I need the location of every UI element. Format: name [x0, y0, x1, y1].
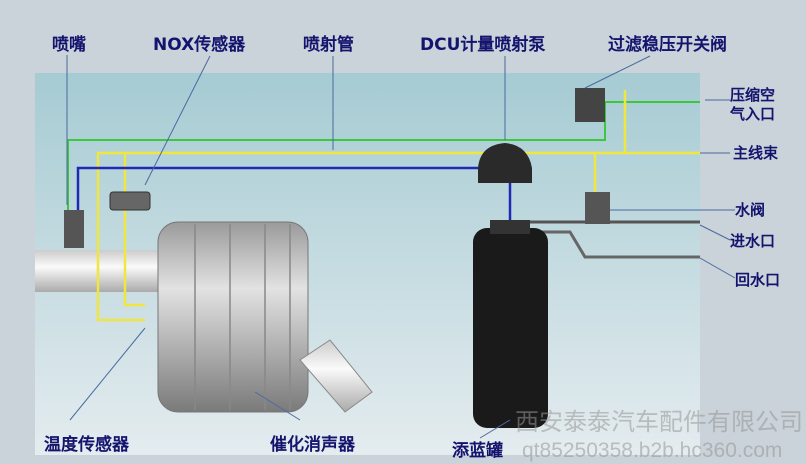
label-temp-sensor: 温度传感器 — [44, 435, 129, 455]
label-main-harness: 主线束 — [733, 144, 779, 162]
dcu-pump — [478, 143, 532, 183]
injection-pipe — [76, 166, 500, 210]
air-inlet-line2: 气入口 — [730, 105, 776, 123]
air-inlet-line1: 压缩空 — [730, 86, 776, 104]
label-urea-tank: 添蓝罐 — [452, 441, 503, 461]
watermark-url: qt85250358.b2b.hc360.com — [522, 439, 783, 462]
label-air-inlet: 压缩空气入口 — [730, 86, 775, 124]
harness-line — [96, 151, 700, 322]
label-nozzle: 喷嘴 — [52, 35, 86, 55]
label-filter-valve: 过滤稳压开关阀 — [608, 35, 727, 55]
exhaust-pipe — [35, 250, 165, 292]
label-muffler: 催化消声器 — [270, 435, 355, 455]
label-water-valve: 水阀 — [735, 201, 766, 219]
label-dcu-pump: DCU计量喷射泵 — [420, 35, 546, 55]
water-return-line — [520, 230, 700, 259]
label-water-return: 回水口 — [735, 271, 781, 289]
nox-sensor-box — [109, 191, 151, 211]
label-injection-pipe: 喷射管 — [303, 35, 354, 55]
urea-tank — [473, 228, 548, 428]
label-water-inlet: 进水口 — [730, 232, 776, 250]
muffler-outlet — [299, 339, 373, 413]
filter-valve — [575, 88, 605, 122]
watermark-company: 西安泰泰汽车配件有限公司 — [515, 409, 803, 436]
nozzle-body — [64, 210, 84, 248]
water-valve-body — [585, 192, 610, 224]
air-line — [67, 101, 700, 210]
label-nox-sensor: NOX传感器 — [153, 35, 246, 55]
muffler-body — [157, 221, 309, 413]
